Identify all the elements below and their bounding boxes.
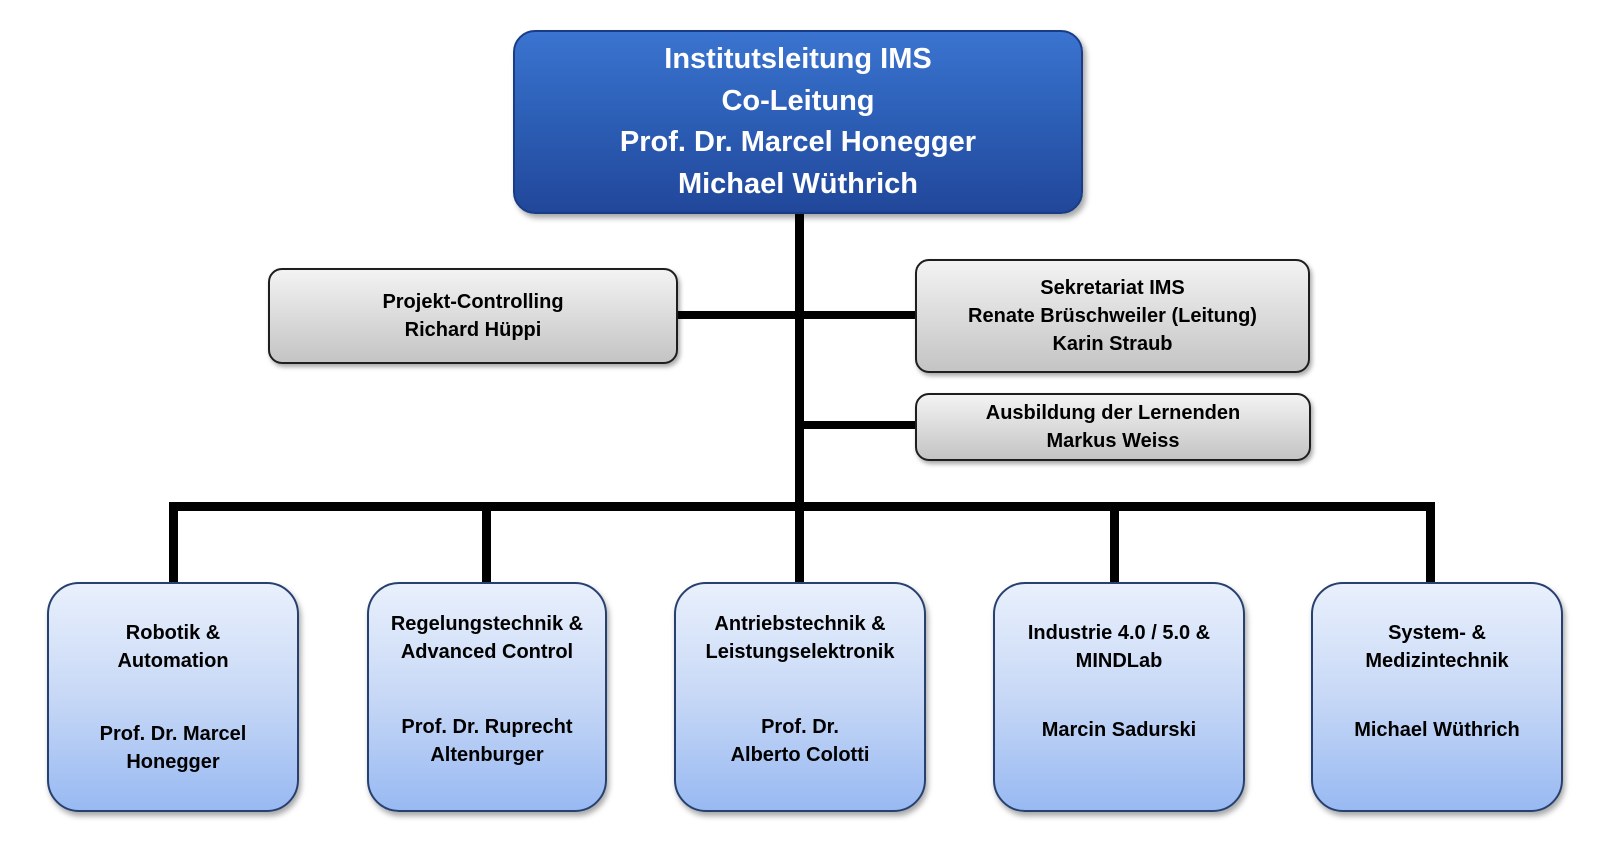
unit-industrie: Industrie 4.0 / 5.0 & MINDLab Marcin Sad… [993,582,1245,812]
unit-lead-line-2: Honegger [126,751,220,773]
unit-lead-line-1: Michael Wüthrich [1354,719,1520,741]
connector-unit-5 [1426,502,1435,582]
unit-medizintechnik: System- & Medizintechnik Michael Wüthric… [1311,582,1563,812]
unit-lead-line-1: Prof. Dr. [761,716,839,738]
unit-lead: Prof. Dr. Ruprecht Altenburger [401,686,572,796]
connector-unit-3 [795,502,804,582]
leader-name-2: Michael Wüthrich [677,167,919,200]
co-leadership-label: Co-Leitung [721,84,875,117]
connector-unit-1 [169,502,178,582]
unit-lead: Marcin Sadurski [1042,700,1197,760]
controlling-person: Richard Hüppi [404,319,542,341]
sekretariat-person-2: Karin Straub [1052,333,1173,355]
unit-lead-line-1: Prof. Dr. Marcel [99,723,247,745]
connector-trunk [795,212,804,580]
controlling-title: Projekt-Controlling [382,291,564,313]
unit-title: System- & Medizintechnik [1365,594,1508,700]
unit-lead: Michael Wüthrich [1354,700,1520,760]
leadership-title: Institutsleitung IMS [664,43,932,75]
unit-robotik: Robotik & Automation Prof. Dr. Marcel Ho… [47,582,299,812]
projekt-controlling-box: Projekt-Controlling Richard Hüppi [268,268,678,364]
sekretariat-person-1: Renate Brüschweiler (Leitung) [968,305,1257,327]
connector-unit-4 [1110,502,1119,582]
unit-title: Robotik & Automation [117,594,228,700]
unit-title-line-2: Leistungselektronik [705,641,895,663]
unit-title-line-1: Antriebstechnik & [714,613,886,635]
connector-staff-row [678,311,918,319]
unit-title-line-1: Robotik & [125,622,221,644]
unit-regelungstechnik: Regelungstechnik & Advanced Control Prof… [367,582,607,812]
unit-lead-line-2: Alberto Colotti [730,744,870,766]
unit-lead: Prof. Dr. Alberto Colotti [731,686,870,796]
unit-lead-line-1: Marcin Sadurski [1041,719,1197,741]
unit-title-line-2: Advanced Control [400,641,574,663]
connector-unit-2 [482,502,491,582]
unit-title: Industrie 4.0 / 5.0 & MINDLab [1028,594,1210,700]
unit-title-line-2: Medizintechnik [1365,650,1509,672]
unit-title-line-2: Automation [117,650,229,672]
leader-name-1: Prof. Dr. Marcel Honegger [619,126,977,158]
unit-antriebstechnik: Antriebstechnik & Leistungselektronik Pr… [674,582,926,812]
ausbildung-person: Markus Weiss [1046,430,1180,452]
unit-title: Antriebstechnik & Leistungselektronik [706,590,895,686]
unit-lead: Prof. Dr. Marcel Honegger [100,700,247,796]
sekretariat-title: Sekretariat IMS [1040,277,1185,299]
unit-title-line-2: MINDLab [1075,650,1163,672]
unit-title: Regelungstechnik & Advanced Control [391,590,583,686]
ausbildung-box: Ausbildung der Lernenden Markus Weiss [915,393,1311,461]
unit-title-line-1: Industrie 4.0 / 5.0 & [1027,622,1211,644]
ausbildung-title: Ausbildung der Lernenden [985,402,1241,424]
sekretariat-box: Sekretariat IMS Renate Brüschweiler (Lei… [915,259,1310,373]
unit-lead-line-2: Altenburger [430,744,544,766]
institute-leadership-box: Institutsleitung IMS Co-Leitung Prof. Dr… [513,30,1083,214]
unit-title-line-1: System- & [1388,622,1486,644]
unit-title-line-1: Regelungstechnik & [390,613,584,635]
unit-lead-line-1: Prof. Dr. Ruprecht [401,716,573,738]
connector-ausbildung [795,421,918,429]
